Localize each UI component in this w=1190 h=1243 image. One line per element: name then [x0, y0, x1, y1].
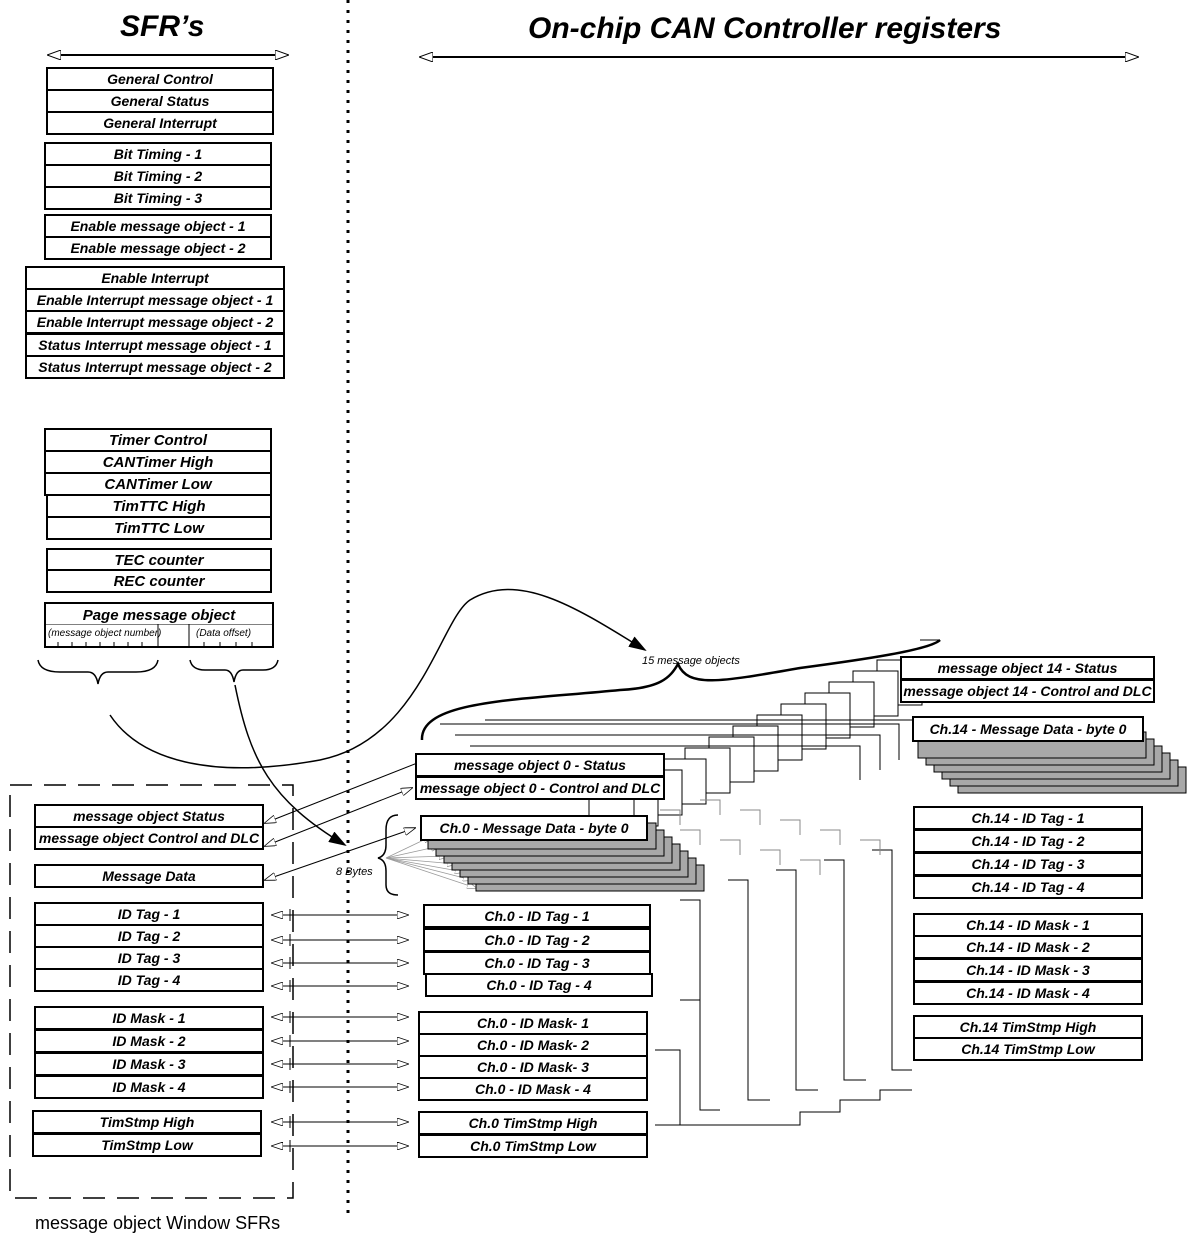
sfr-timer-control: Timer Control	[44, 428, 272, 452]
data-byte-stack-edges	[660, 799, 881, 875]
sfr-bit-timing-2: Bit Timing - 2	[44, 164, 272, 188]
sfr-tec-counter: TEC counter	[46, 548, 272, 572]
obj14-id-tag-3: Ch.14 - ID Tag - 3	[913, 852, 1143, 876]
object-stack-edges	[440, 639, 940, 1126]
register-links	[272, 915, 408, 1146]
obj0-id-mask-1: Ch.0 - ID Mask- 1	[418, 1011, 648, 1035]
obj14-id-mask-4: Ch.14 - ID Mask - 4	[913, 981, 1143, 1005]
obj14-timstmp-low: Ch.14 TimStmp Low	[913, 1037, 1143, 1061]
sfr-cantimer-low: CANTimer Low	[44, 472, 272, 496]
obj0-control: message object 0 - Control and DLC	[415, 776, 665, 800]
object-number-brace	[37, 659, 159, 685]
sfr-status-int-msg-2: Status Interrupt message object - 2	[25, 355, 285, 379]
win-id-mask-3: ID Mask - 3	[34, 1052, 264, 1076]
sfr-page-message-object: Page message object	[44, 602, 274, 648]
window-sfr-caption: message object Window SFRs	[35, 1213, 281, 1233]
can-title: On-chip CAN Controller registers	[528, 12, 1002, 45]
sfr-general-control: General Control	[46, 67, 274, 91]
obj0-timstmp-low: Ch.0 TimStmp Low	[418, 1134, 648, 1158]
win-id-tag-4: ID Tag - 4	[34, 968, 264, 992]
object-stack	[588, 659, 923, 838]
sfr-timttc-high: TimTTC High	[46, 494, 272, 518]
data-offset-brace	[189, 659, 279, 683]
obj0-id-mask-4: Ch.0 - ID Mask - 4	[418, 1077, 648, 1101]
obj0-data-byte-0: Ch.0 - Message Data - byte 0	[420, 815, 648, 841]
obj0-id-tag-4: Ch.0 - ID Tag - 4	[425, 973, 653, 997]
obj14-id-mask-2: Ch.14 - ID Mask - 2	[913, 935, 1143, 959]
object-count-brace	[420, 639, 941, 741]
win-data: Message Data	[34, 864, 264, 888]
sfr-title: SFR’s	[120, 10, 205, 43]
obj0-status: message object 0 - Status	[415, 753, 665, 777]
data-link	[265, 828, 415, 880]
page-field-data-offset: (Data offset)	[196, 628, 252, 639]
bytes-brace	[377, 814, 399, 896]
sfr-enable-interrupt: Enable Interrupt	[25, 266, 285, 290]
obj14-id-mask-1: Ch.14 - ID Mask - 1	[913, 913, 1143, 937]
page-field-bits	[44, 624, 274, 648]
window-sfr-frame	[9, 784, 294, 1199]
msg-count-note: 15 message objects	[642, 655, 740, 667]
bytes-note: 8 Bytes	[336, 866, 373, 878]
obj14-status: message object 14 - Status	[900, 656, 1155, 680]
sfr-enable-int-msg-2: Enable Interrupt message object - 2	[25, 310, 285, 334]
sfr-enable-int-msg-1: Enable Interrupt message object - 1	[25, 288, 285, 312]
ch14-data-shadows	[917, 731, 1187, 794]
obj14-data-byte-0: Ch.14 - Message Data - byte 0	[912, 716, 1144, 742]
sfr-cantimer-high: CANTimer High	[44, 450, 272, 474]
win-id-tag-3: ID Tag - 3	[34, 946, 264, 970]
sfr-timttc-low: TimTTC Low	[46, 516, 272, 540]
obj0-timstmp-high: Ch.0 TimStmp High	[418, 1111, 648, 1135]
win-control: message object Control and DLC	[34, 826, 264, 850]
sfr-status-int-msg-1: Status Interrupt message object - 1	[25, 333, 285, 357]
sfr-bit-timing-3: Bit Timing - 3	[44, 186, 272, 210]
obj0-id-mask-3: Ch.0 - ID Mask- 3	[418, 1055, 648, 1079]
obj14-id-mask-3: Ch.14 - ID Mask - 3	[913, 958, 1143, 982]
obj0-id-tag-2: Ch.0 - ID Tag - 2	[423, 928, 651, 952]
win-timstmp-high: TimStmp High	[32, 1110, 262, 1134]
obj14-timstmp-high: Ch.14 TimStmp High	[913, 1015, 1143, 1039]
obj14-id-tag-1: Ch.14 - ID Tag - 1	[913, 806, 1143, 830]
obj14-control: message object 14 - Control and DLC	[900, 679, 1155, 703]
obj0-id-tag-3: Ch.0 - ID Tag - 3	[423, 951, 651, 975]
obj0-id-mask-2: Ch.0 - ID Mask- 2	[418, 1033, 648, 1057]
win-id-tag-1: ID Tag - 1	[34, 902, 264, 926]
sfr-enable-msg-1: Enable message object - 1	[44, 214, 272, 238]
win-timstmp-low: TimStmp Low	[32, 1133, 262, 1157]
win-id-mask-1: ID Mask - 1	[34, 1006, 264, 1030]
sfr-general-interrupt: General Interrupt	[46, 111, 274, 135]
sfr-general-status: General Status	[46, 89, 274, 113]
page-object-curve	[109, 588, 647, 769]
page-object-label: Page message object	[82, 607, 236, 624]
sfr-bit-timing-1: Bit Timing - 1	[44, 142, 272, 166]
win-id-mask-2: ID Mask - 2	[34, 1029, 264, 1053]
win-id-mask-4: ID Mask - 4	[34, 1075, 264, 1099]
page-field-object-number: (message object number)	[48, 628, 162, 639]
sfr-rec-counter: REC counter	[46, 569, 272, 593]
obj14-id-tag-4: Ch.14 - ID Tag - 4	[913, 875, 1143, 899]
win-status: message object Status	[34, 804, 264, 828]
obj0-id-tag-1: Ch.0 - ID Tag - 1	[423, 904, 651, 928]
obj14-id-tag-2: Ch.14 - ID Tag - 2	[913, 829, 1143, 853]
sfr-enable-msg-2: Enable message object - 2	[44, 236, 272, 260]
win-id-tag-2: ID Tag - 2	[34, 924, 264, 948]
